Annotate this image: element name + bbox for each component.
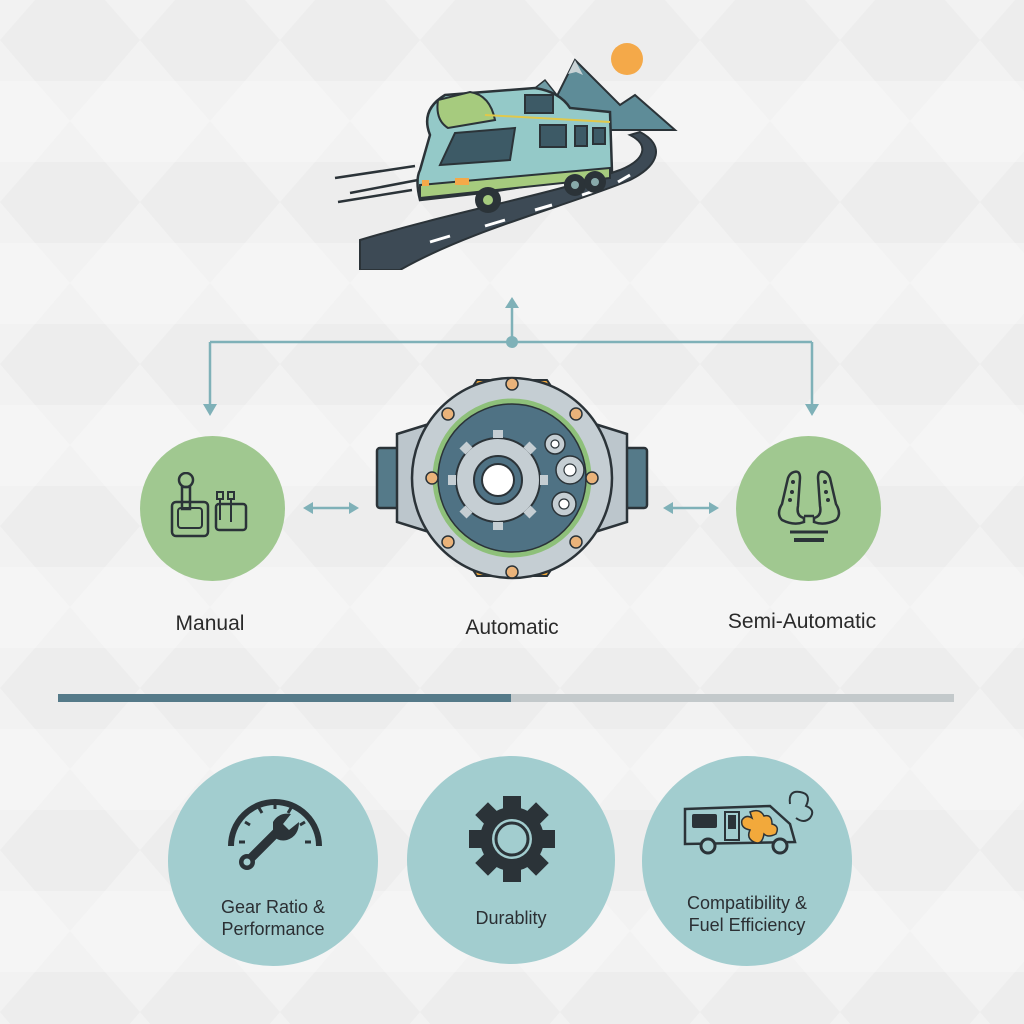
gauge-wrench-icon (228, 799, 322, 870)
semi-automatic-label: Semi-Automatic (727, 610, 877, 633)
double-arrow-icon (303, 502, 359, 514)
factor-label-line1: Compatibility & (686, 893, 808, 913)
gear-icon (469, 796, 555, 882)
progress-bar (58, 694, 954, 702)
factor-gear-ratio-performance[interactable]: Gear Ratio & Performance (168, 756, 378, 966)
factor-compatibility-fuel-efficiency[interactable]: Compatibility & Fuel Efficiency (642, 756, 852, 966)
factor-durability[interactable]: Durablity (407, 756, 615, 964)
down-arrow-icon (203, 404, 217, 416)
semi-automatic-circle[interactable] (736, 436, 881, 581)
sun-icon (611, 43, 643, 75)
progress-fill (58, 694, 512, 702)
motorhome-on-road-icon (334, 43, 678, 270)
paddle-shifters-icon (777, 470, 841, 542)
factor-label-line2: Performance (221, 919, 325, 939)
junction-dot (506, 336, 518, 348)
factor-label-line1: Gear Ratio & (220, 897, 326, 917)
automatic-label: Automatic (465, 616, 559, 639)
manual-label: Manual (175, 612, 245, 635)
gearbox-icon[interactable] (372, 372, 652, 584)
up-arrow-icon (505, 297, 519, 308)
double-arrow-icon (663, 502, 719, 514)
motorhome-puzzle-icon (683, 790, 814, 855)
down-arrow-icon (805, 404, 819, 416)
gear-shifter-icon (170, 472, 248, 538)
factor-label-line1: Durablity (475, 908, 547, 928)
manual-circle[interactable] (140, 436, 285, 581)
factor-label-line2: Fuel Efficiency (688, 915, 806, 935)
connector-lines (203, 297, 819, 416)
